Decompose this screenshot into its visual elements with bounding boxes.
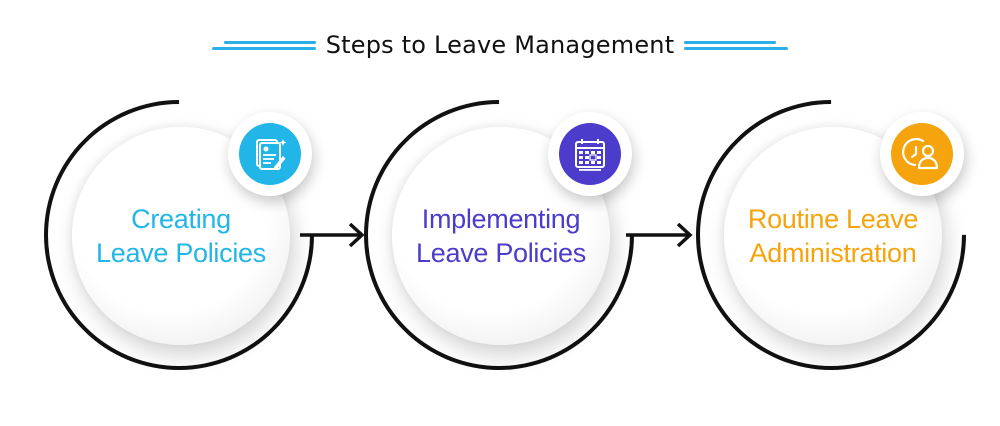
title-decoration-left <box>211 38 316 52</box>
badge-bg <box>239 123 301 185</box>
badge-bg <box>891 123 953 185</box>
calendar-icon <box>575 139 605 171</box>
step-label-line1: Creating <box>131 204 231 234</box>
step-creating-leave-policies: Creating Leave Policies <box>0 44 370 426</box>
step-label-line1: Implementing <box>421 204 581 234</box>
title-bar: Steps to Leave Management <box>0 28 1000 62</box>
diagram-title: Steps to Leave Management <box>325 31 675 59</box>
step-badge <box>228 112 312 196</box>
step-label-line2: Administration <box>749 238 917 268</box>
step-label: Routine Leave Administration <box>747 202 919 270</box>
step-badge <box>548 112 632 196</box>
step-implementing-leave-policies: Implementing Leave Policies <box>308 44 690 426</box>
step-label-line2: Leave Policies <box>416 238 586 268</box>
step-routine-leave-administration: Routine Leave Administration <box>640 44 1000 426</box>
step-label: Creating Leave Policies <box>96 202 266 270</box>
step-label-line1: Routine Leave <box>747 204 919 234</box>
step-label: Implementing Leave Policies <box>416 202 586 270</box>
title-decoration-right <box>684 38 789 52</box>
clock-user-icon <box>902 138 939 170</box>
policy-document-icon <box>256 139 287 170</box>
arrow-right-icon <box>626 222 693 248</box>
step-circle: Routine Leave Administration <box>724 127 942 345</box>
step-badge <box>880 112 964 196</box>
badge-bg <box>559 123 621 185</box>
step-label-line2: Leave Policies <box>96 238 266 268</box>
arrow-right-icon <box>300 222 365 248</box>
